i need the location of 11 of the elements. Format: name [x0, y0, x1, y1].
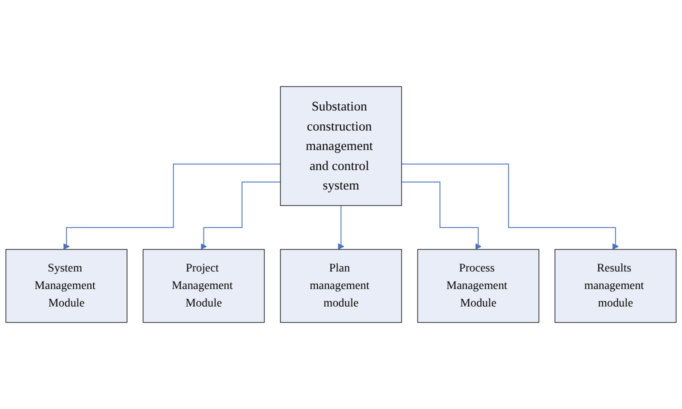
node-box: Project Management Module — [142, 249, 265, 323]
arrow — [401, 182, 482, 250]
node-box: Results management module — [554, 249, 677, 323]
arrow — [200, 182, 281, 250]
arrow — [338, 205, 344, 250]
node-box: Process Management Module — [417, 249, 540, 323]
arrow — [401, 164, 619, 250]
node-box: Substation construction management and control system — [280, 86, 402, 206]
node-box: System Management Module — [5, 249, 128, 323]
arrow — [63, 164, 281, 250]
node-box: Plan management module — [280, 249, 402, 323]
